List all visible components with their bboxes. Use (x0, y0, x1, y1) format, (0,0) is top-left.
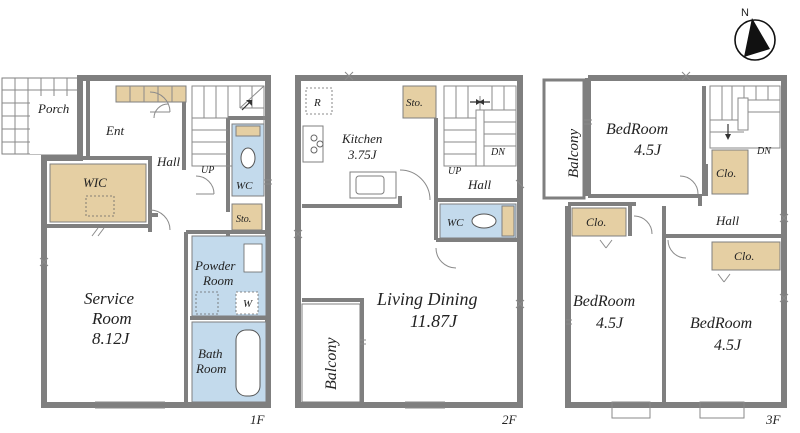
toilet-icon (240, 147, 256, 169)
bathtub-icon (235, 329, 261, 397)
right-closet-label: Clo. (734, 249, 754, 263)
1f-storage-label: Sto. (236, 214, 251, 225)
3f-balcony-label: Balcony (566, 129, 582, 178)
kitchen-size: 3.75J (347, 147, 378, 162)
powder-room-label-1: Powder (194, 258, 236, 273)
left-bedroom-size: 4.5J (596, 315, 624, 332)
north-compass-icon: N (734, 7, 776, 61)
3f-dn-label: DN (756, 146, 772, 157)
2f-up-label: UP (448, 166, 461, 177)
2f-stairs (443, 85, 517, 167)
floor-2f: R Sto. Kitchen 3.75J UP DN Hall WC Livin… (293, 71, 525, 427)
2f-floor-label: 2F (502, 412, 518, 427)
3f-stairs (709, 85, 781, 149)
service-room-size: 8.12J (92, 329, 131, 348)
wic-area (49, 163, 147, 223)
2f-exterior-wall (295, 75, 523, 408)
2f-wc-label: WC (447, 217, 464, 229)
2f-hall-label: Hall (467, 177, 492, 192)
north-label: N (741, 7, 749, 19)
powder-room-label-2: Room (202, 273, 233, 288)
top-bedroom-size: 4.5J (634, 142, 662, 159)
left-bedroom-label: BedRoom (573, 293, 635, 310)
1f-floor-label: 1F (250, 412, 266, 427)
refrigerator-label: R (313, 97, 321, 109)
floor-1f: Porch Ent Hall UP WIC WC Sto. Service Ro… (1, 75, 272, 427)
bath-room-label-1: Bath (198, 346, 223, 361)
left-closet-label: Clo. (586, 215, 606, 229)
1f-hall-label: Hall (156, 154, 181, 169)
3f-hall-label: Hall (715, 213, 740, 228)
kitchen-label: Kitchen (341, 131, 382, 146)
bath-room-label-2: Room (195, 361, 226, 376)
living-dining-label: Living Dining (376, 289, 478, 309)
service-room-label-1: Service (84, 289, 134, 308)
washer-label: W (243, 298, 253, 310)
right-bedroom-label: BedRoom (690, 315, 752, 332)
top-bedroom-label: BedRoom (606, 121, 668, 138)
2f-storage-label: Sto. (406, 97, 423, 109)
2f-balcony-label: Balcony (323, 337, 340, 390)
living-dining-size: 11.87J (410, 311, 458, 331)
3f-floor-label: 3F (765, 412, 782, 427)
3f-balcony (542, 78, 586, 200)
porch-tiles (1, 77, 81, 155)
right-bedroom-size: 4.5J (714, 337, 742, 354)
service-room-label-2: Room (91, 309, 132, 328)
entrance-label: Ent (105, 123, 124, 138)
3f-exterior-wall (565, 75, 787, 408)
wic-label: WIC (83, 175, 107, 190)
toilet-icon-2f (471, 213, 497, 229)
floor-3f: Balcony BedRoom 4.5J Clo. DN Clo. Hall C… (542, 71, 789, 427)
1f-wc-label: WC (236, 180, 253, 192)
porch-label: Porch (37, 101, 69, 116)
top-closet-label: Clo. (716, 166, 736, 180)
kitchen-sink-icon (355, 175, 385, 195)
2f-dn-label: DN (490, 147, 506, 158)
1f-up-label: UP (201, 165, 214, 176)
